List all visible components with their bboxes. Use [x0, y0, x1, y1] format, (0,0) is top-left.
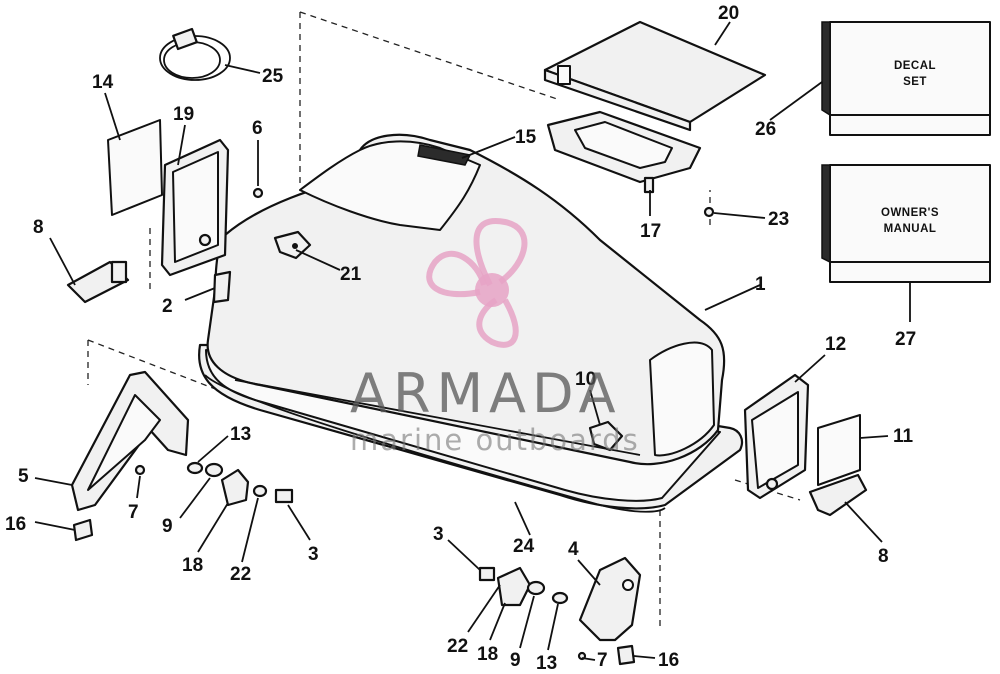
knob-part-16-left — [72, 518, 94, 542]
callout-10: 10 — [575, 369, 596, 390]
watermark-title: ARMADA — [350, 362, 622, 425]
watermark-subtitle: marine outboards — [350, 423, 640, 457]
callout-2: 2 — [162, 296, 173, 317]
cable-part-25 — [159, 27, 231, 81]
callout-12: 12 — [825, 334, 846, 355]
washer-part-13-left — [186, 461, 204, 475]
callout-labels: 1 2 3 3 4 5 6 7 7 8 8 9 9 10 11 12 13 13… — [5, 3, 916, 674]
washer-part-22-left — [252, 484, 268, 498]
clip-part-18-left — [220, 468, 250, 507]
callout-15: 15 — [515, 127, 537, 148]
callout-1: 1 — [755, 274, 766, 295]
pin-part-7-left — [134, 464, 146, 476]
callout-3: 3 — [308, 544, 319, 565]
callout-22: 22 — [230, 564, 251, 585]
callout-19: 19 — [173, 104, 194, 125]
motor-cover-part-1 — [198, 133, 744, 510]
bolt-part-3-right — [478, 566, 496, 582]
decal-set-line-2: SET — [903, 76, 927, 88]
frame-part-17 — [546, 110, 702, 194]
washer-part-9-right — [526, 580, 546, 596]
bracket-part-4 — [578, 556, 642, 642]
clip-part-18-right — [496, 566, 532, 607]
latch-part-8-right — [808, 473, 868, 517]
callout-9: 9 — [510, 650, 521, 671]
top-cover-part-20 — [543, 20, 767, 132]
washer-part-13-right — [551, 591, 569, 605]
callout-16: 16 — [658, 650, 679, 671]
screw-part-23 — [703, 206, 715, 218]
callout-27: 27 — [895, 329, 916, 350]
seal-part-24 — [204, 374, 666, 513]
owners-manual-line-2: MANUAL — [884, 223, 937, 235]
knob-part-16-right — [616, 644, 636, 666]
decal-set-line-1: DECAL — [894, 60, 936, 72]
owners-manual-box: OWNER'S MANUAL — [821, 164, 991, 283]
latch-part-8-left — [66, 260, 130, 304]
callout-6: 6 — [252, 118, 263, 139]
callout-14: 14 — [92, 72, 114, 93]
side-panel-part-12 — [743, 373, 810, 500]
callout-7: 7 — [597, 650, 608, 671]
callout-18: 18 — [182, 555, 203, 576]
washer-part-9-left — [204, 462, 224, 478]
bracket-part-5 — [70, 370, 190, 512]
callout-7: 7 — [128, 502, 139, 523]
decal-set-box: DECAL SET — [821, 21, 991, 136]
side-panel-part-19 — [160, 138, 230, 277]
callout-8: 8 — [878, 546, 889, 567]
callout-16: 16 — [5, 514, 26, 535]
leader-lines — [34, 21, 911, 661]
callout-24: 24 — [513, 536, 535, 557]
callout-4: 4 — [568, 539, 579, 560]
screw-part-6 — [252, 187, 264, 199]
propeller-logo-icon — [426, 218, 528, 348]
callout-26: 26 — [755, 119, 776, 140]
callout-25: 25 — [262, 66, 284, 87]
callout-13: 13 — [230, 424, 251, 445]
decal-part-11 — [817, 414, 861, 486]
owners-manual-line-1: OWNER'S — [881, 207, 939, 219]
callout-23: 23 — [768, 209, 789, 230]
callout-17: 17 — [640, 221, 661, 242]
bolt-part-3-left — [274, 488, 294, 504]
callout-20: 20 — [718, 3, 739, 24]
callout-21: 21 — [340, 264, 362, 285]
callout-8: 8 — [33, 217, 44, 238]
callout-22: 22 — [447, 636, 468, 657]
bracket-part-10 — [588, 420, 624, 452]
callout-11: 11 — [893, 426, 914, 447]
callout-9: 9 — [162, 516, 173, 537]
callout-18: 18 — [477, 644, 498, 665]
callout-3: 3 — [433, 524, 444, 545]
callout-13: 13 — [536, 653, 557, 674]
armada-watermark: ARMADA marine outboards — [350, 218, 640, 457]
decal-part-14 — [107, 119, 163, 216]
callout-5: 5 — [18, 466, 29, 487]
